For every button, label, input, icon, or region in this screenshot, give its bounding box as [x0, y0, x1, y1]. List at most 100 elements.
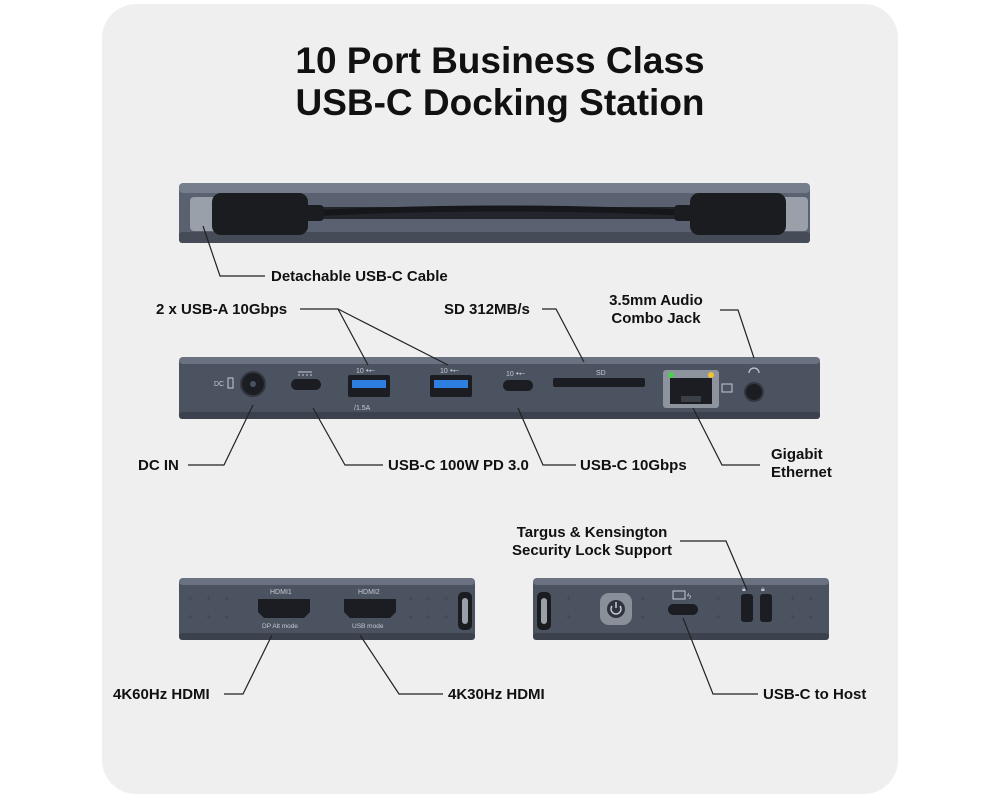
leader-usbc-pd — [312, 407, 383, 466]
svg-text:+: + — [188, 594, 193, 604]
bolt-icon: ϟ — [687, 592, 692, 601]
usbc-host-port — [668, 604, 698, 615]
svg-text:+: + — [188, 612, 193, 622]
svg-text:+: + — [808, 594, 813, 604]
leader-usb-a-1 — [300, 308, 369, 366]
svg-text:+: + — [444, 612, 449, 622]
cable-cord — [317, 205, 691, 216]
leader-detachable-cable — [202, 225, 265, 277]
usb-a2-symbol-icon: •⭠ — [450, 366, 460, 375]
right-cable-strain — [674, 205, 698, 221]
leader-ethernet — [692, 407, 760, 466]
usbc-symbol-icon: •⭠ — [516, 369, 526, 378]
dc-in-pin — [250, 381, 256, 387]
label-usbc-pd: USB-C 100W PD 3.0 — [388, 457, 529, 474]
usb-a1-symbol-icon: •⭠ — [366, 366, 376, 375]
label-audio-line-1: 3.5mm Audio — [609, 292, 703, 309]
usb-a1-current: /1.5A — [354, 405, 371, 412]
dock-front-view: DC 10 •⭠ /1.5A 10 •⭠ 10 •⭠ SD — [179, 357, 820, 419]
dock-top-view — [179, 183, 810, 243]
label-usbc-10g: USB-C 10Gbps — [580, 457, 687, 474]
hdmi2-marking: HDMI2 — [358, 589, 380, 596]
lock-icon-2: 🔒︎ — [761, 586, 765, 593]
page-title-line-1: 10 Port Business Class — [295, 40, 705, 81]
hdmi1-port — [258, 599, 310, 618]
laptop-icon — [672, 590, 686, 600]
usb-a-port-1-tongue — [352, 380, 386, 388]
leader-usb-a-2 — [337, 308, 449, 366]
leader-lines — [188, 225, 760, 695]
usb-a2-rate: 10 — [440, 368, 448, 375]
vent-pattern-left: +++ +++ +++ +++ — [188, 594, 449, 622]
left-cable-strain — [300, 205, 324, 221]
svg-text:+: + — [566, 594, 571, 604]
dock-right-side-view: ++ ++ ++ ++ ++ ϟ 🔒︎ 🔒︎ — [533, 578, 829, 640]
ethernet-activity-led — [708, 372, 714, 378]
left-cable-head — [212, 193, 308, 235]
leader-lock — [680, 540, 748, 591]
vent-pattern-right: ++ ++ ++ ++ ++ — [566, 594, 813, 622]
targus-lock-slot — [741, 594, 753, 622]
sd-marking: SD — [596, 370, 606, 377]
svg-text:+: + — [206, 612, 211, 622]
label-hdmi2: 4K30Hz HDMI — [448, 686, 545, 703]
svg-text:+: + — [808, 612, 813, 622]
dock-top-edge — [179, 183, 810, 193]
right-cable-head — [690, 193, 786, 235]
hdmi2-port — [344, 599, 396, 618]
leader-usbc-host — [682, 617, 758, 695]
hdmi1-marking: HDMI1 — [270, 589, 292, 596]
leader-dc-in — [188, 404, 254, 466]
svg-text:+: + — [408, 594, 413, 604]
page-title-line-2: USB-C Docking Station — [295, 82, 705, 123]
left-usbc-plug — [190, 197, 218, 231]
label-lock-line-2: Security Lock Support — [511, 542, 673, 559]
label-usbc-host: USB-C to Host — [763, 686, 867, 703]
hdmi1-mode: DP Alt mode — [262, 623, 298, 630]
svg-text:+: + — [426, 594, 431, 604]
dock-front-body — [179, 357, 820, 419]
leader-audio — [720, 309, 755, 359]
network-icon — [721, 383, 733, 393]
svg-text:+: + — [566, 612, 571, 622]
dock-top-bottom-edge — [179, 232, 810, 243]
label-sd: SD 312MB/s — [444, 301, 530, 318]
usbc-rate: 10 — [506, 371, 514, 378]
label-hdmi1: 4K60Hz HDMI — [113, 686, 210, 703]
sd-card-slot — [553, 378, 645, 387]
svg-text:+: + — [790, 612, 795, 622]
lock-icon-1: 🔒︎ — [742, 586, 746, 593]
label-ethernet-line-2: Ethernet — [771, 464, 832, 481]
svg-text:+: + — [640, 594, 645, 604]
dock-front-top-edge — [179, 357, 820, 364]
svg-text:+: + — [640, 612, 645, 622]
right-usbc-plug — [780, 197, 808, 231]
power-icon — [610, 605, 622, 615]
svg-text:+: + — [716, 594, 721, 604]
usb-a-port-2-tongue — [434, 380, 468, 388]
hdmi2-mode: USB mode — [352, 623, 384, 630]
svg-text:+: + — [206, 594, 211, 604]
leader-sd — [542, 308, 585, 363]
dock-left-side-view: +++ +++ +++ +++ HDMI1 DP Alt mode HDMI2 … — [179, 578, 475, 640]
dock-left-side-body — [179, 578, 475, 640]
label-dc-in: DC IN — [138, 457, 179, 474]
usbc-pd-port — [291, 379, 321, 390]
audio-combo-jack — [744, 382, 764, 402]
svg-text:+: + — [444, 594, 449, 604]
label-ethernet-line-1: Gigabit — [771, 446, 823, 463]
dc-marking: DC — [214, 381, 224, 388]
svg-text:+: + — [224, 612, 229, 622]
leader-usbc-10g — [517, 407, 576, 466]
usb-a1-rate: 10 — [356, 368, 364, 375]
headset-icon — [748, 367, 760, 374]
svg-text:+: + — [716, 612, 721, 622]
ethernet-latch — [681, 396, 701, 402]
usbc-10g-port — [503, 380, 533, 391]
leader-hdmi2 — [359, 634, 443, 695]
leader-hdmi1 — [224, 634, 273, 695]
dc-symbol-icon — [227, 377, 234, 389]
label-usb-a: 2 x USB-A 10Gbps — [156, 301, 288, 318]
label-lock-line-1: Targus & Kensington — [516, 524, 668, 541]
